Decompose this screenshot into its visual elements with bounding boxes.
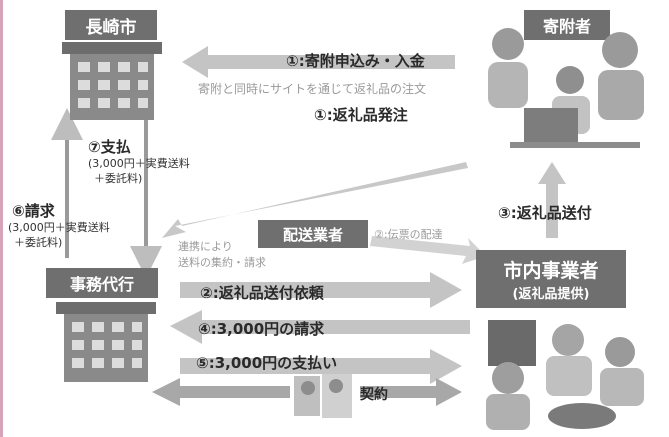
node-delivery-company: 配送業者	[258, 220, 368, 248]
step-1-donation-note: 寄附と同時にサイトを通じて返礼品の注文	[198, 82, 427, 96]
office-building-icon	[62, 42, 162, 120]
arrow-order-to-agency	[162, 162, 468, 238]
node-donor: 寄附者	[524, 10, 610, 40]
step-6-detail-2: ＋委託料)	[14, 236, 63, 249]
liaison-note-1: 連携により	[178, 240, 233, 253]
node-local-business: 市内事業者 (返礼品提供)	[476, 250, 626, 308]
node-donor-label: 寄附者	[542, 17, 591, 36]
arrow-contract	[152, 378, 290, 406]
step-7-detail-2: ＋委託料)	[94, 172, 143, 185]
node-delivery-company-label: 配送業者	[282, 225, 343, 244]
step-3-ship: ③:返礼品送付	[498, 204, 592, 222]
step-2-slip-delivery: ②:伝票の配達	[374, 228, 443, 241]
arrow-donation-to-city	[182, 46, 455, 78]
node-agency-label: 事務代行	[69, 275, 134, 294]
node-local-business-title: 市内事業者	[503, 260, 599, 282]
donor-family-illustration	[488, 28, 644, 148]
step-1-order: ①:返礼品発注	[314, 106, 408, 124]
arrow-ship-to-donor	[538, 162, 566, 238]
step-7-title: ⑦支払	[88, 138, 131, 156]
step-2-request: ②:返礼品送付依頼	[200, 284, 324, 302]
page-edge-accent	[0, 0, 3, 437]
arrow-request-shipment	[180, 272, 462, 308]
contract-label: 契約	[360, 387, 388, 403]
arrow-billing	[170, 310, 470, 344]
step-1-donation: ①:寄附申込み・入金	[286, 52, 425, 70]
producers-illustration	[486, 320, 644, 430]
step-6-title: ⑥請求	[12, 202, 55, 220]
office-building-icon	[56, 302, 156, 382]
node-nagasaki-city: 長崎市	[65, 10, 157, 40]
step-6-detail-1: (3,000円＋実費送料	[8, 221, 110, 234]
step-4-billing: ④:3,000円の請求	[198, 320, 325, 338]
arrow-delivery-to-business	[370, 236, 486, 264]
liaison-note-2: 送料の集約・請求	[178, 256, 266, 269]
node-agency: 事務代行	[46, 268, 158, 298]
arrow-payment	[180, 349, 462, 384]
handshake-contract-illustration	[294, 374, 352, 418]
step-5-payment: ⑤:3,000円の支払い	[196, 354, 338, 372]
node-local-business-subtitle: (返礼品提供)	[512, 287, 590, 302]
node-nagasaki-city-label: 長崎市	[85, 17, 137, 38]
step-7-detail-1: (3,000円＋実費送料	[88, 157, 190, 170]
